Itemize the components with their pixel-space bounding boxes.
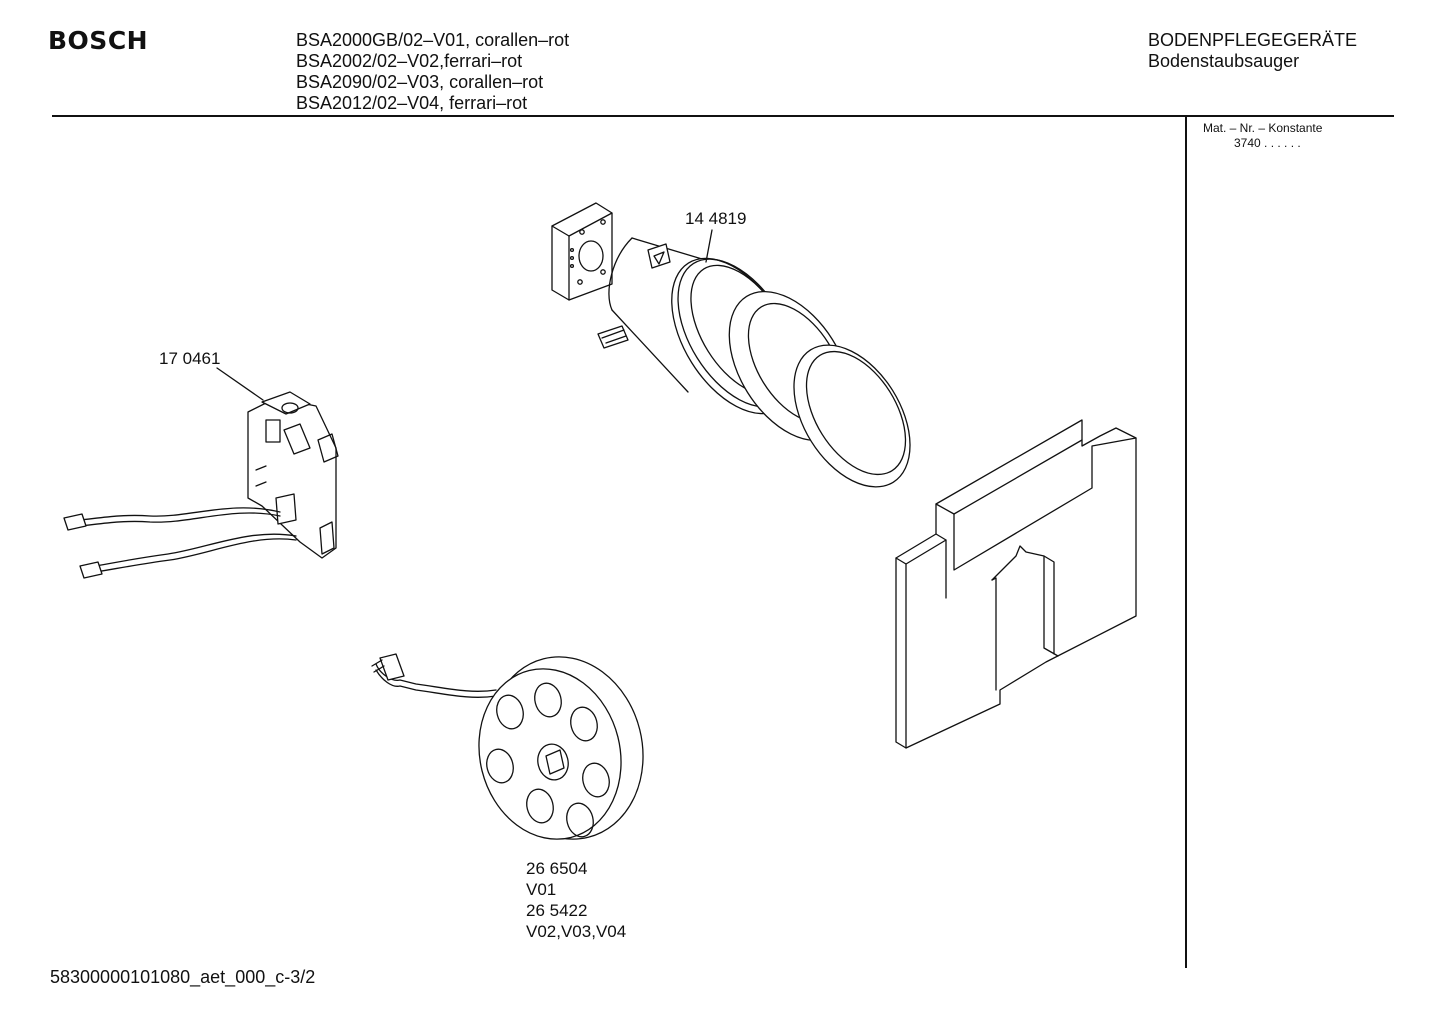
part-number-switch: 17 0461 [159,349,221,368]
motor-mount-plate [552,203,612,300]
switch-assembly [248,392,338,558]
product-category: BODENPFLEGEGERÄTE Bodenstaubsauger [1148,30,1357,72]
reel-variant: V02,V03,V04 [526,922,627,941]
mat-value: 3740 . . . . . . [1234,136,1301,150]
model-line: BSA2000GB/02–V01, corallen–rot [296,30,570,50]
model-line: BSA2012/02–V04, ferrari–rot [296,93,528,113]
reel-part-number: 26 5422 [526,901,588,920]
document-id: 58300000101080_aet_000_c-3/2 [50,967,316,987]
reel-part-number: 26 6504 [526,859,588,878]
part-number-reel: 26 6504 V01 26 5422 V02,V03,V04 [526,858,626,942]
mat-label: Mat. – Nr. – Konstante [1203,121,1323,135]
brand-logo: BOSCH [48,26,149,55]
foam-filter-block [896,420,1136,748]
model-line: BSA2090/02–V03, corallen–rot [296,72,544,92]
filter-ring [770,324,934,507]
model-list: BSA2000GB/02–V01, corallen–rot BSA2002/0… [296,30,569,114]
category-subtitle: Bodenstaubsauger [1148,51,1300,71]
material-number-box: Mat. – Nr. – Konstante 3740 . . . . . . [1203,121,1322,151]
switch-wires [64,508,296,578]
model-line: BSA2002/02–V02,ferrari–rot [296,51,523,71]
reel-variant: V01 [526,880,557,899]
leader-line-motor [706,230,712,262]
sidebar-divider [1185,116,1187,968]
cable-reel [372,640,662,855]
header-divider [52,115,1394,117]
leader-line-switch [217,368,263,400]
category-title: BODENPFLEGEGERÄTE [1148,30,1358,50]
part-number-motor: 14 4819 [685,209,747,228]
